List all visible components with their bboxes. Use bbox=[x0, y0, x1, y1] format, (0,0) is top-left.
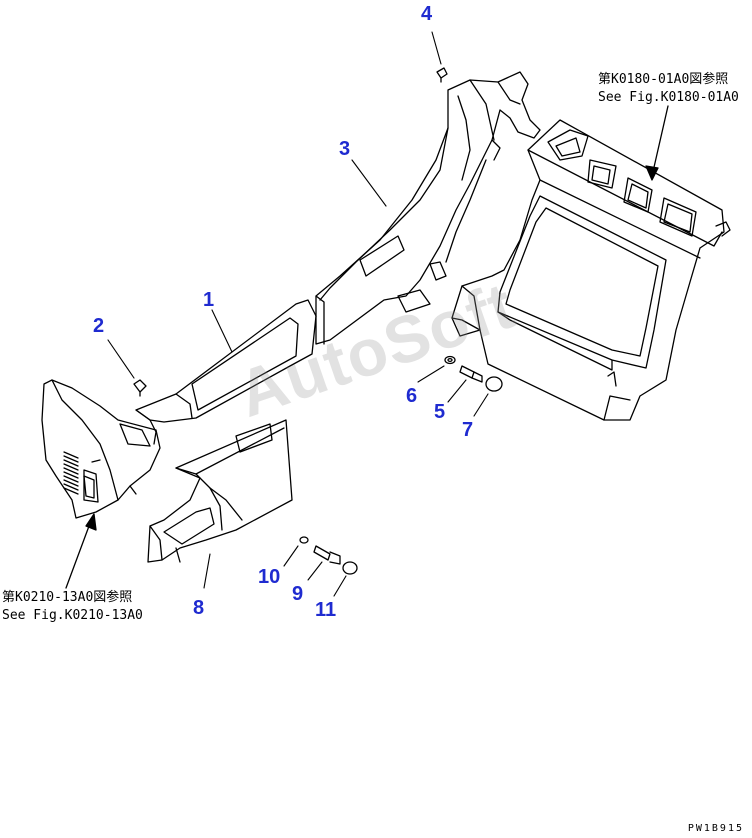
leader-5 bbox=[447, 379, 467, 403]
leader-10 bbox=[283, 545, 299, 567]
cap-11 bbox=[342, 561, 358, 575]
cap-7 bbox=[485, 376, 503, 392]
left-console bbox=[41, 379, 161, 519]
washer-10 bbox=[299, 536, 309, 544]
leader-3 bbox=[351, 159, 387, 207]
leader-7 bbox=[473, 393, 489, 417]
callout-7: 7 bbox=[462, 419, 474, 441]
ref-arrow-top-right bbox=[645, 105, 669, 181]
reference-bottom-left-jp: 第K0210-13A0図参照 bbox=[2, 590, 133, 605]
callout-2: 2 bbox=[93, 315, 105, 337]
right-side-panel bbox=[451, 119, 731, 421]
part-3-pillar-trim bbox=[315, 71, 541, 345]
leader-6 bbox=[417, 365, 445, 383]
leader-8 bbox=[203, 553, 211, 589]
reference-top-right-jp: 第K0180-01A0図参照 bbox=[598, 72, 729, 87]
part-2-clip bbox=[133, 379, 147, 397]
callout-8: 8 bbox=[193, 597, 205, 619]
part-4-clip bbox=[436, 67, 448, 83]
bolt-9 bbox=[313, 545, 341, 565]
callout-4: 4 bbox=[421, 3, 433, 25]
reference-top-right-en: See Fig.K0180-01A0 bbox=[598, 90, 739, 105]
ref-arrow-bottom-left bbox=[65, 513, 97, 589]
part-8-lower-cover bbox=[147, 419, 293, 563]
callout-1: 1 bbox=[203, 289, 215, 311]
leader-11 bbox=[333, 575, 347, 597]
washer-6 bbox=[444, 355, 456, 365]
bolt-5 bbox=[459, 365, 483, 383]
leader-4 bbox=[431, 31, 442, 65]
part-1-lower-trim bbox=[135, 299, 317, 445]
callout-5: 5 bbox=[434, 401, 446, 423]
leader-9 bbox=[307, 561, 323, 581]
reference-bottom-left-en: See Fig.K0210-13A0 bbox=[2, 608, 143, 623]
leader-2 bbox=[107, 339, 135, 379]
leader-1 bbox=[211, 309, 233, 353]
callout-6: 6 bbox=[406, 385, 418, 407]
callout-10: 10 bbox=[258, 566, 281, 588]
callout-11: 11 bbox=[315, 599, 337, 621]
callout-3: 3 bbox=[339, 138, 351, 160]
callout-9: 9 bbox=[292, 583, 304, 605]
drawing-code: PW1B915 bbox=[687, 823, 744, 834]
